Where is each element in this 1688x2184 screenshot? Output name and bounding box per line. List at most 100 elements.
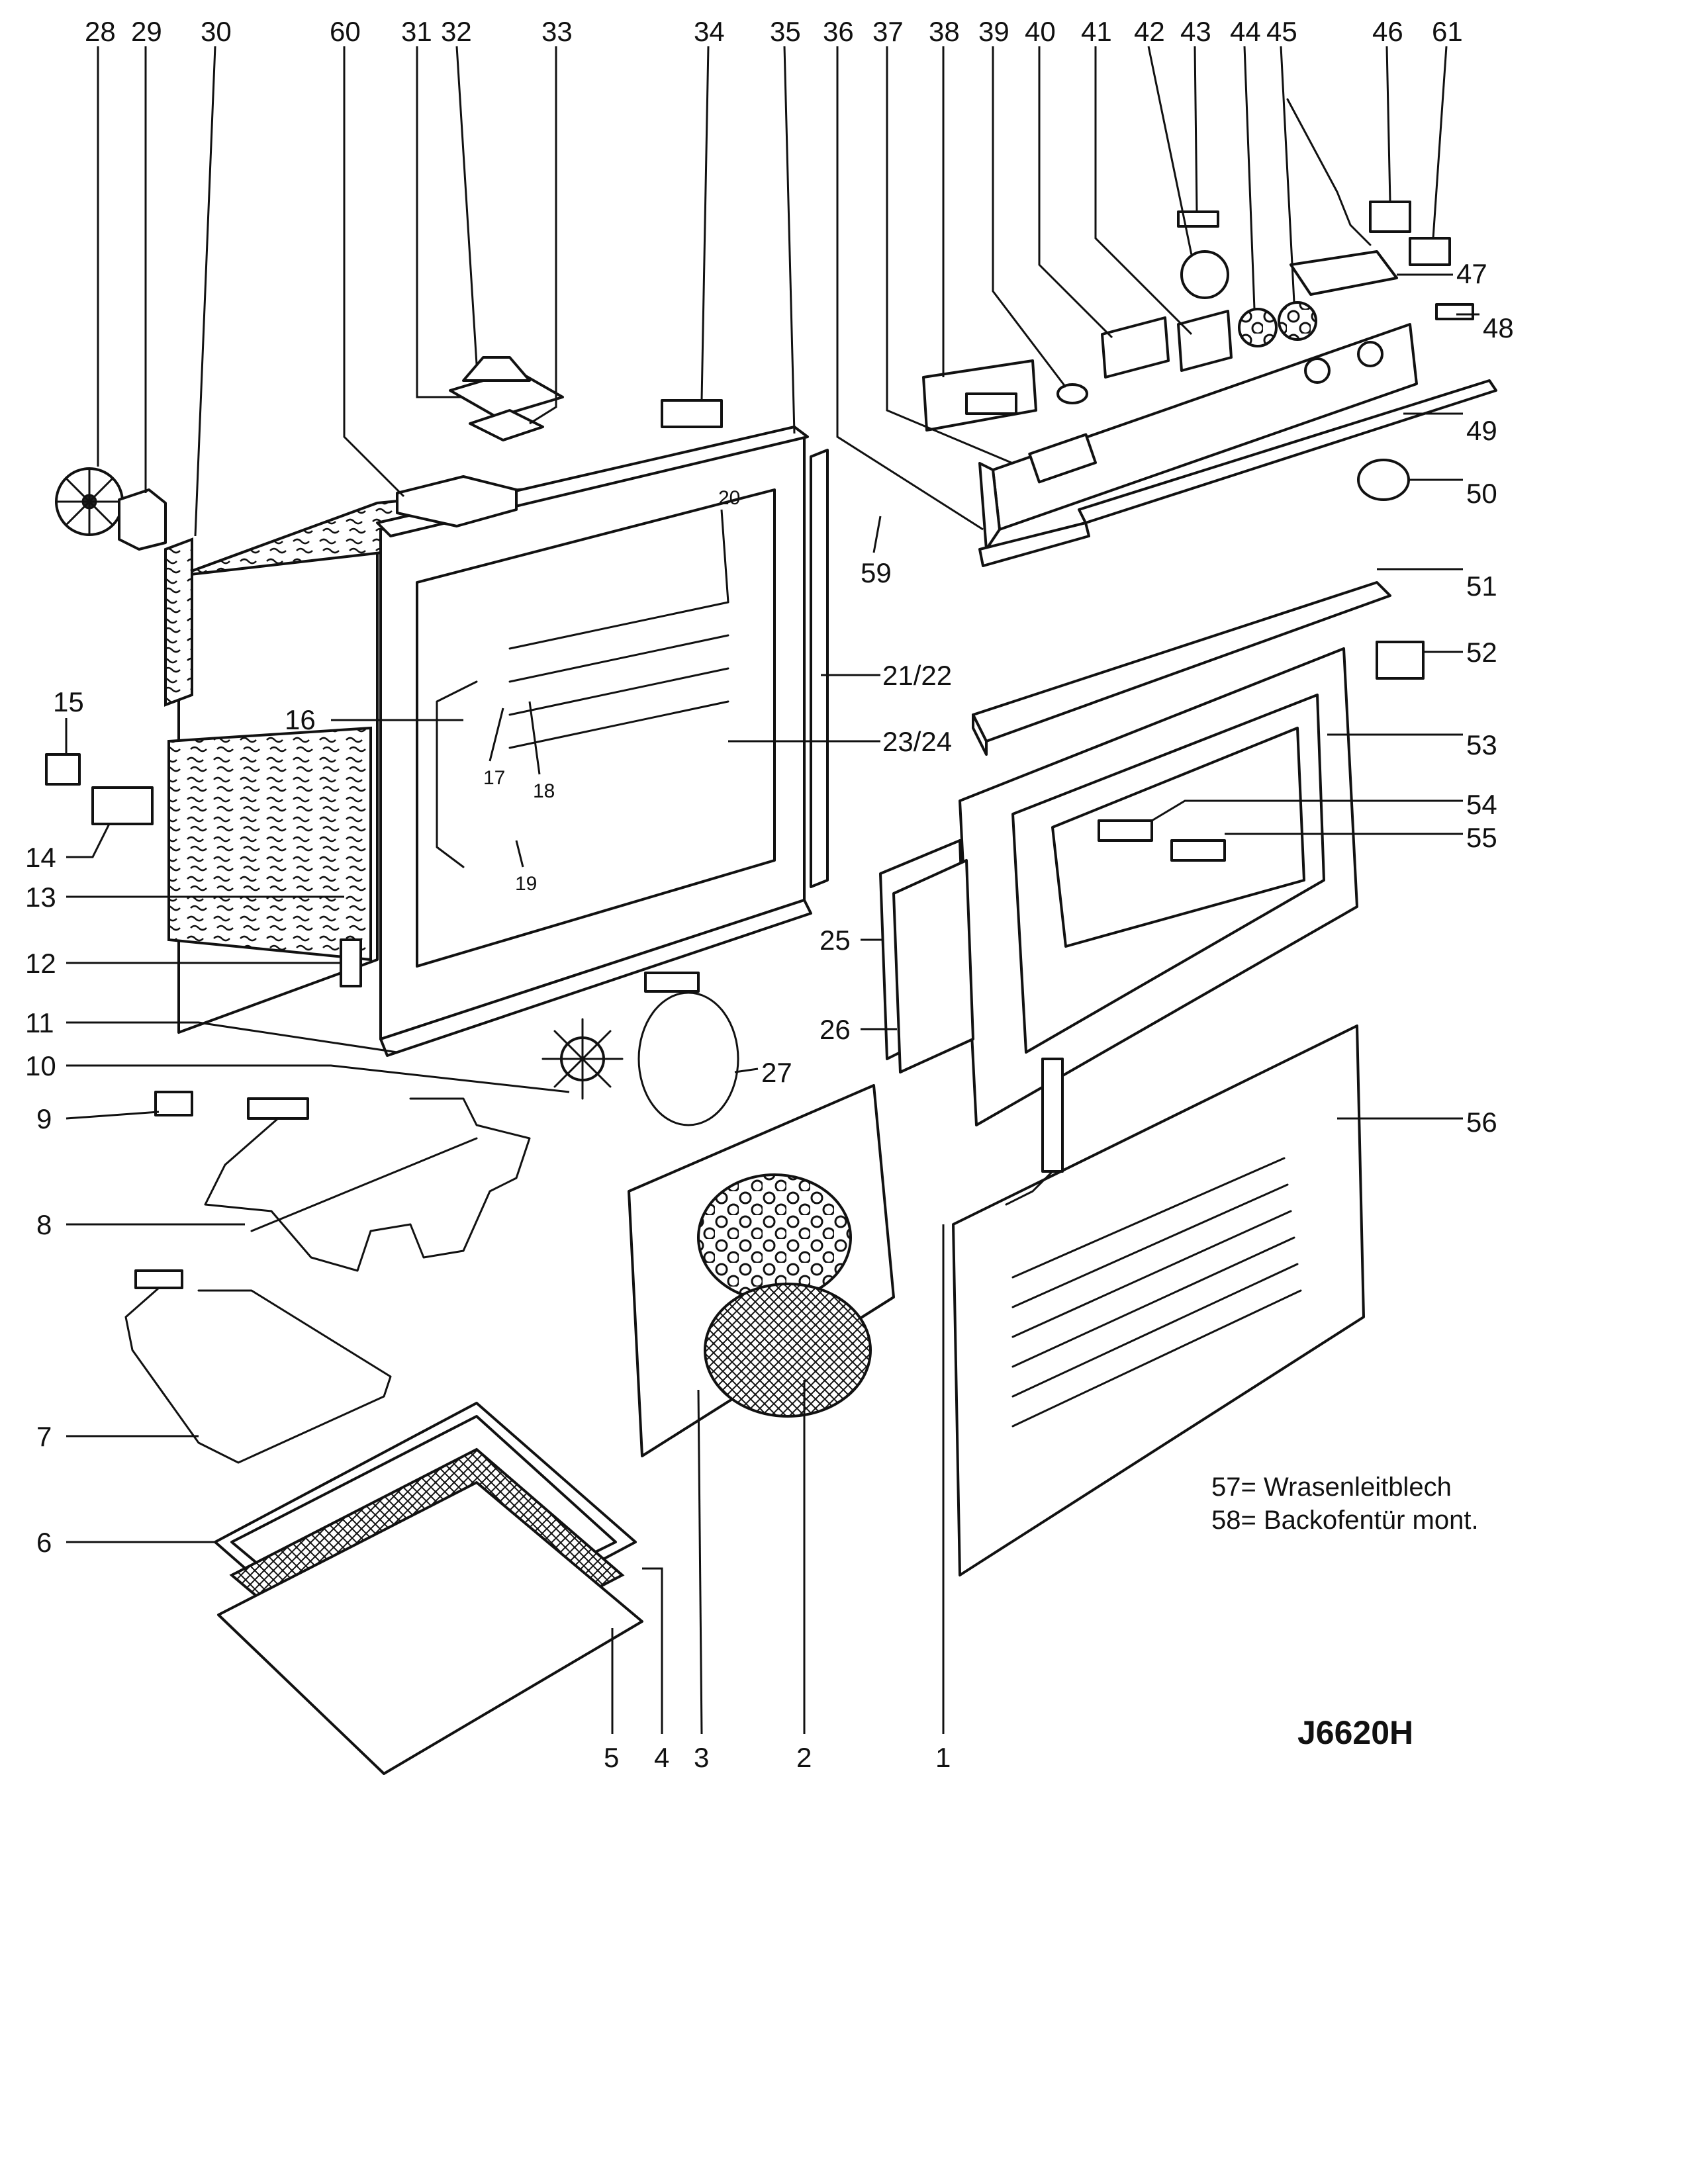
leader-32 [455,46,478,365]
fan-cover-2 [704,1283,872,1418]
pcb-47 [1289,250,1398,296]
trim-strip-49 [1078,379,1497,524]
callout-55: 55 [1466,822,1497,853]
door-hinge-arm [1041,1058,1064,1173]
switch-41 [1177,310,1233,372]
leader-60 [343,46,405,498]
door-vent-line [1011,1289,1302,1428]
leader-40 [1038,46,1113,339]
door-vent-line [1011,1236,1295,1368]
callout-3: 3 [694,1742,709,1773]
callout-51: 51 [1466,570,1497,602]
leader-11 [66,1021,398,1054]
callout-2: 2 [796,1742,812,1773]
probe-sensor-46 [1286,98,1411,246]
cooling-fan-plate [469,409,544,441]
door-top-trim-51-side [972,713,988,756]
leader-43 [1194,46,1198,212]
callout-37: 37 [872,16,904,47]
callout-34: 34 [694,16,725,47]
callout-54: 54 [1466,789,1497,820]
model-code: J6620H [1297,1714,1413,1751]
fascia-base-strip [978,522,1090,567]
callout-6: 6 [36,1527,52,1558]
callout-15: 15 [53,686,84,717]
convection-fan-10 [541,1018,624,1100]
leader-42 [1147,46,1193,255]
timer-module-38 [922,359,1037,432]
callout-41: 41 [1081,16,1112,47]
callout-20: 20 [718,487,740,509]
callout-38: 38 [929,16,960,47]
leader-19 [515,840,524,868]
leader-37 [886,46,1013,465]
clip-9 [154,1091,193,1116]
probe-sensor-socket [1369,201,1411,233]
glass-clip-54 [1098,819,1153,842]
glass-clip-55 [1170,839,1226,862]
control-knob-50 [1357,459,1410,501]
leader-33 [529,46,557,425]
clip-43 [1177,210,1219,228]
callout-4: 4 [654,1742,669,1773]
callout-33: 33 [541,16,573,47]
leader-27 [734,1068,759,1073]
leader-18 [528,701,541,775]
callout-42: 42 [1134,16,1165,47]
grill-element-8 [204,1097,531,1272]
leader-14 [66,823,111,858]
leader-3 [697,1389,703,1735]
callout-39: 39 [978,16,1009,47]
bottom-element-terminal [134,1269,183,1289]
leader-10 [66,1064,570,1093]
callout-56: 56 [1466,1107,1497,1138]
callout-35: 35 [770,16,801,47]
leader-46 [1385,46,1391,203]
door-vent-line [1011,1263,1299,1398]
callout-9: 9 [36,1103,52,1134]
leader-59 [872,516,882,553]
clip-15 [45,753,81,786]
callout-5: 5 [604,1742,619,1773]
leader-4 [642,1567,663,1734]
callout-14: 14 [25,842,56,873]
knob-hole [1304,357,1331,384]
hinge-52 [1376,641,1425,680]
callout-23-24: 23/24 [882,726,952,757]
leader-44 [1243,46,1256,310]
vent-box [396,475,518,527]
callout-52: 52 [1466,637,1497,668]
callout-30: 30 [201,16,232,47]
callout-45: 45 [1266,16,1297,47]
callout-1: 1 [935,1742,951,1773]
fan-motor-29 [118,488,167,551]
fan-wheel-blades [55,467,124,536]
leader-54 [1151,799,1463,822]
ring-element-coil [637,991,739,1126]
connector-48 [1435,303,1474,320]
callout-13: 13 [25,882,56,913]
callout-36: 36 [823,16,854,47]
display-window [1028,433,1098,484]
connector-61 [1409,237,1451,266]
callout-47: 47 [1456,258,1487,289]
probe-sensor-cable [1286,98,1372,246]
rear-panel-perforation [697,1173,852,1302]
callout-49: 49 [1466,415,1497,446]
callout-19: 19 [515,873,537,895]
callout-32: 32 [441,16,472,47]
leader-45 [1280,46,1295,303]
outer-door-vents [1011,1157,1302,1428]
rotary-switch-45 [1278,301,1317,341]
leader-35 [783,46,796,434]
inner-element [436,680,478,868]
drip-tray-5 [217,1481,643,1775]
leader-9 [66,1111,160,1120]
callout-31: 31 [401,16,432,47]
leader-30 [194,46,216,537]
callout-27: 27 [761,1057,792,1088]
callout-61: 61 [1432,16,1463,47]
grill-element-coil [204,1097,531,1272]
door-vent-line [1011,1210,1292,1338]
bottom-element-coil [124,1287,392,1464]
